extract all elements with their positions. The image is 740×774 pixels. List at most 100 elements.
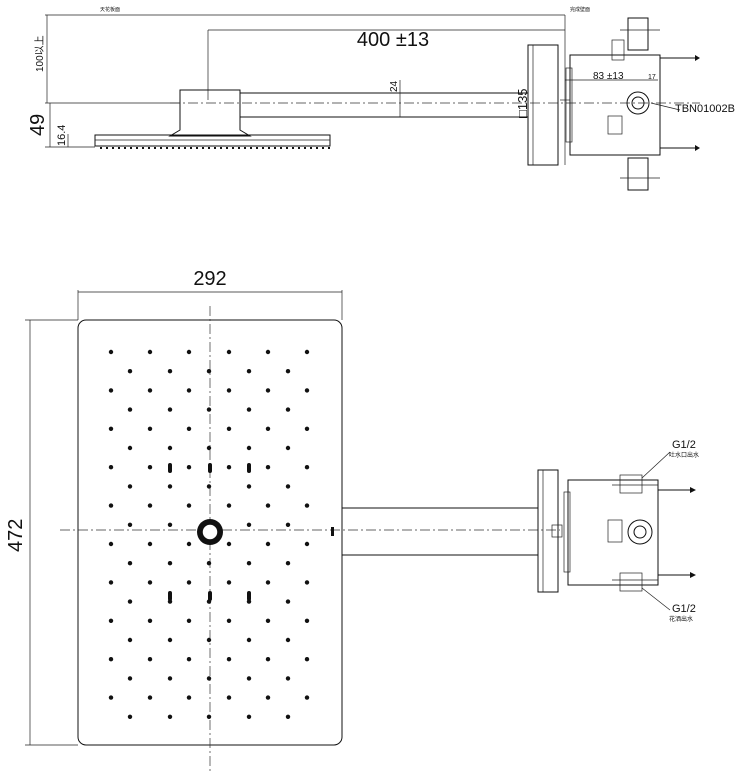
nozzle-dot [265, 349, 271, 355]
nozzle-dot [186, 657, 192, 662]
nozzle-dot [304, 541, 310, 547]
nozzle-dot [265, 541, 271, 547]
nozzle-dot [147, 695, 153, 700]
nozzle-dot [167, 407, 173, 412]
nozzle-dot [304, 657, 310, 662]
nozzle-dot [226, 465, 232, 470]
valve-knob-side [626, 91, 650, 115]
nozzle-dot [246, 445, 252, 451]
nozzle-dot [226, 657, 232, 662]
nozzle-dot [304, 618, 310, 623]
nozzle-dot [108, 657, 114, 662]
nozzle-dot [127, 445, 133, 451]
length-dim: 472 [5, 519, 27, 552]
nozzle-dot [304, 465, 310, 470]
nozzle-dot [108, 503, 114, 508]
nozzle-dot [147, 465, 153, 470]
nozzle-dot [127, 676, 133, 681]
nozzle-dot [127, 714, 133, 719]
nozzle-dot [246, 637, 252, 643]
port-top-size: G1/2 [672, 439, 696, 451]
nozzle-dot [206, 676, 212, 681]
nozzle-dot [265, 465, 271, 470]
valve-body-plan [567, 479, 659, 586]
nozzle-dot [108, 618, 114, 623]
nozzle-dot [147, 541, 153, 547]
nozzle-dot [147, 503, 153, 508]
nozzle-dot [285, 637, 291, 643]
nozzle-dot [304, 580, 310, 585]
nozzle-dot [285, 522, 291, 527]
valve-knob-plan [627, 519, 653, 545]
nozzle-dot [127, 599, 133, 604]
nozzle-dot [108, 695, 114, 700]
ceiling-label: 天花板面 [100, 6, 120, 13]
port-bottom-label: 花洒出水 [669, 615, 693, 623]
nozzle-dot [206, 714, 212, 719]
model-code: TBN01002B [675, 103, 735, 115]
nozzle-dot [246, 676, 252, 681]
height-dim: 49 [27, 114, 49, 136]
nozzle-dot [285, 369, 291, 374]
nozzle-dot [167, 445, 173, 451]
nozzle-dot [167, 484, 173, 489]
nozzle-dot [246, 561, 252, 566]
nozzle-dot [265, 618, 271, 623]
nozzle-dot [127, 561, 133, 566]
depth-dim: 83 ±13 [593, 71, 624, 82]
arm-length-dim: 400 ±13 [357, 29, 429, 51]
head-plate-side [94, 134, 331, 147]
wall-flange-plan [537, 469, 559, 593]
nozzle-dot [285, 714, 291, 719]
nozzle-dot [167, 676, 173, 681]
nozzle-dot [206, 407, 212, 412]
nozzle-dot [304, 503, 310, 508]
nozzle-dot [304, 695, 310, 700]
nozzle-dot [226, 580, 232, 585]
nozzle-grid [108, 349, 310, 719]
nozzle-dot [246, 407, 252, 412]
nozzle-dot [167, 522, 173, 527]
head-hub [168, 89, 252, 137]
nozzle-dot [186, 426, 192, 431]
nozzle-dot [186, 349, 192, 355]
nozzle-dot [186, 618, 192, 623]
nozzle-dot [127, 522, 133, 527]
nozzle-dot [147, 580, 153, 585]
nozzle-dot [147, 388, 153, 393]
nozzle-dot [285, 445, 291, 451]
nozzle-dot [285, 484, 291, 489]
nozzle-dot [127, 407, 133, 412]
nozzle-dot [265, 580, 271, 585]
wall-label: 完成壁面 [570, 6, 590, 13]
nozzle-dot [265, 695, 271, 700]
nozzle-dot [304, 349, 310, 355]
nozzle-dot [108, 388, 114, 393]
nozzle-dot [226, 695, 232, 700]
plate-dim: 16.4 [56, 125, 68, 146]
nozzle-dot [108, 426, 114, 431]
nozzle-dot [304, 388, 310, 393]
nozzle-dot [246, 714, 252, 719]
nozzle-dot [186, 465, 192, 470]
nozzle-dot [206, 561, 212, 566]
port-bottom-size: G1/2 [672, 603, 696, 615]
nozzle-dot [206, 484, 212, 489]
nozzle-dot [108, 580, 114, 585]
nozzle-dot [285, 407, 291, 412]
nozzle-dot [147, 349, 153, 355]
nozzle-dot [147, 426, 153, 431]
nozzle-dot [186, 541, 192, 547]
nozzle-dot [108, 465, 114, 470]
nozzle-dot [265, 503, 271, 508]
width-dim: 292 [193, 268, 226, 290]
side-view: 天花板面 完成壁面 400 ±13 100以上 49 16.4 24 [27, 6, 735, 191]
nozzle-dot [226, 541, 232, 547]
nozzle-dot [186, 388, 192, 393]
nozzle-dot [265, 426, 271, 431]
nozzle-dot [265, 657, 271, 662]
nozzle-dot [186, 695, 192, 700]
nozzle-dot [206, 637, 212, 643]
